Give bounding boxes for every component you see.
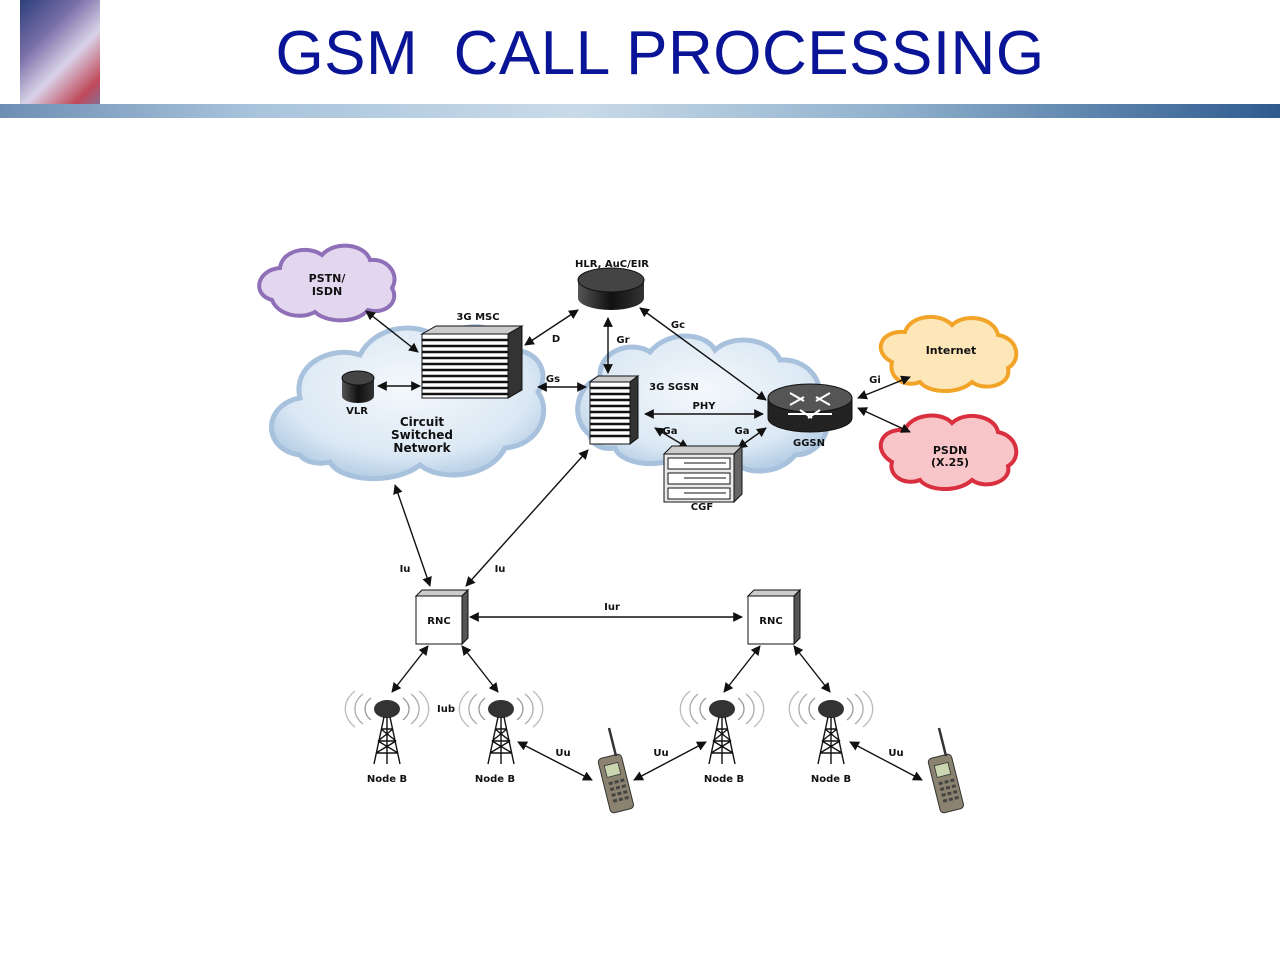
sgsn-rnc-link: [465, 449, 589, 587]
connection-lines: [365, 307, 923, 781]
interface-iu-left-label: Iu: [400, 564, 411, 575]
interface-uu-1-label: Uu: [555, 748, 570, 759]
node-b-3-tower-icon: [679, 690, 765, 765]
sgsn-label: 3G SGSN: [649, 382, 699, 393]
nodeb2-phone1-link: [517, 741, 593, 781]
interface-phy-label: PHY: [693, 401, 717, 412]
msc-server-icon: [420, 325, 524, 399]
pstn-msc-link: [365, 310, 419, 353]
node-b-3-label: Node B: [704, 774, 744, 785]
interface-uu-3-label: Uu: [888, 748, 903, 759]
interface-gs-label: Gs: [546, 374, 560, 385]
psdn-label-2: (X.25): [931, 456, 969, 469]
interface-d-label: D: [552, 334, 560, 345]
mobile-phone-1-icon: [596, 726, 636, 815]
interface-iu-right-label: Iu: [495, 564, 506, 575]
node-b-1-tower-icon: [344, 690, 430, 765]
hlr-ggsn-link: [639, 307, 767, 401]
rnc1-nodeb1-link: [391, 645, 429, 693]
node-b-2-label: Node B: [475, 774, 515, 785]
rnc-left-box: [414, 588, 470, 646]
csn-rnc-link: [393, 484, 432, 587]
ggsn-psdn-link: [857, 407, 911, 433]
rnc1-nodeb2-link: [461, 645, 499, 693]
interface-ga-right-label: Ga: [735, 426, 750, 437]
rnc2-nodeb4-link: [793, 645, 831, 693]
msc-label: 3G MSC: [456, 312, 499, 323]
interface-gi-label: Gi: [869, 375, 881, 386]
node-b-4-label: Node B: [811, 774, 851, 785]
msc-hlr-link: [524, 309, 579, 346]
interface-gc-label: Gc: [671, 320, 685, 331]
internet-label: Internet: [926, 344, 977, 357]
ggsn-label: GGSN: [793, 438, 825, 449]
rnc-left-label: RNC: [427, 616, 450, 627]
sgsn-server-icon: [588, 375, 640, 445]
rnc2-nodeb3-link: [723, 645, 761, 693]
nodeb4-phone2-link: [849, 741, 923, 781]
cgf-label: CGF: [691, 502, 713, 513]
interface-ga-left-label: Ga: [663, 426, 678, 437]
rnc-right-box: [746, 588, 802, 646]
pstn-label-2: ISDN: [312, 285, 342, 298]
node-b-2-tower-icon: [458, 690, 544, 765]
cgf-storage-icon: [662, 444, 744, 504]
pstn-label: PSTN/: [309, 272, 347, 285]
node-b-4-tower-icon: [788, 690, 874, 765]
hlr-database-icon: [577, 267, 645, 310]
psdn-label-1: PSDN: [933, 444, 967, 457]
slide-title: GSM CALL PROCESSING: [275, 19, 1045, 88]
rnc-right-label: RNC: [759, 616, 782, 627]
vlr-label: VLR: [346, 406, 368, 417]
vlr-database-icon: [341, 370, 375, 403]
node-b-1-label: Node B: [367, 774, 407, 785]
csn-label-1: Circuit: [400, 415, 445, 429]
csn-label-2: Switched: [391, 428, 453, 442]
pstn-isdn-cloud: [257, 243, 397, 323]
ggsn-cgf-link: [737, 427, 767, 449]
header-banner: [0, 104, 1280, 118]
csn-label-3: Network: [393, 441, 451, 455]
interface-gr-label: Gr: [616, 335, 629, 346]
interface-iur-label: Iur: [604, 602, 620, 613]
interface-uu-2-label: Uu: [653, 748, 668, 759]
internet-cloud: [878, 314, 1019, 393]
interface-iub-label: Iub: [437, 704, 455, 715]
phone1-nodeb3-link: [633, 741, 707, 781]
ggsn-internet-link: [857, 375, 911, 400]
ggsn-router-icon: [767, 383, 853, 433]
sgsn-cgf-link: [654, 427, 689, 449]
hlr-label: HLR, AuC/EIR: [575, 259, 649, 270]
mobile-phone-2-icon: [926, 726, 966, 815]
